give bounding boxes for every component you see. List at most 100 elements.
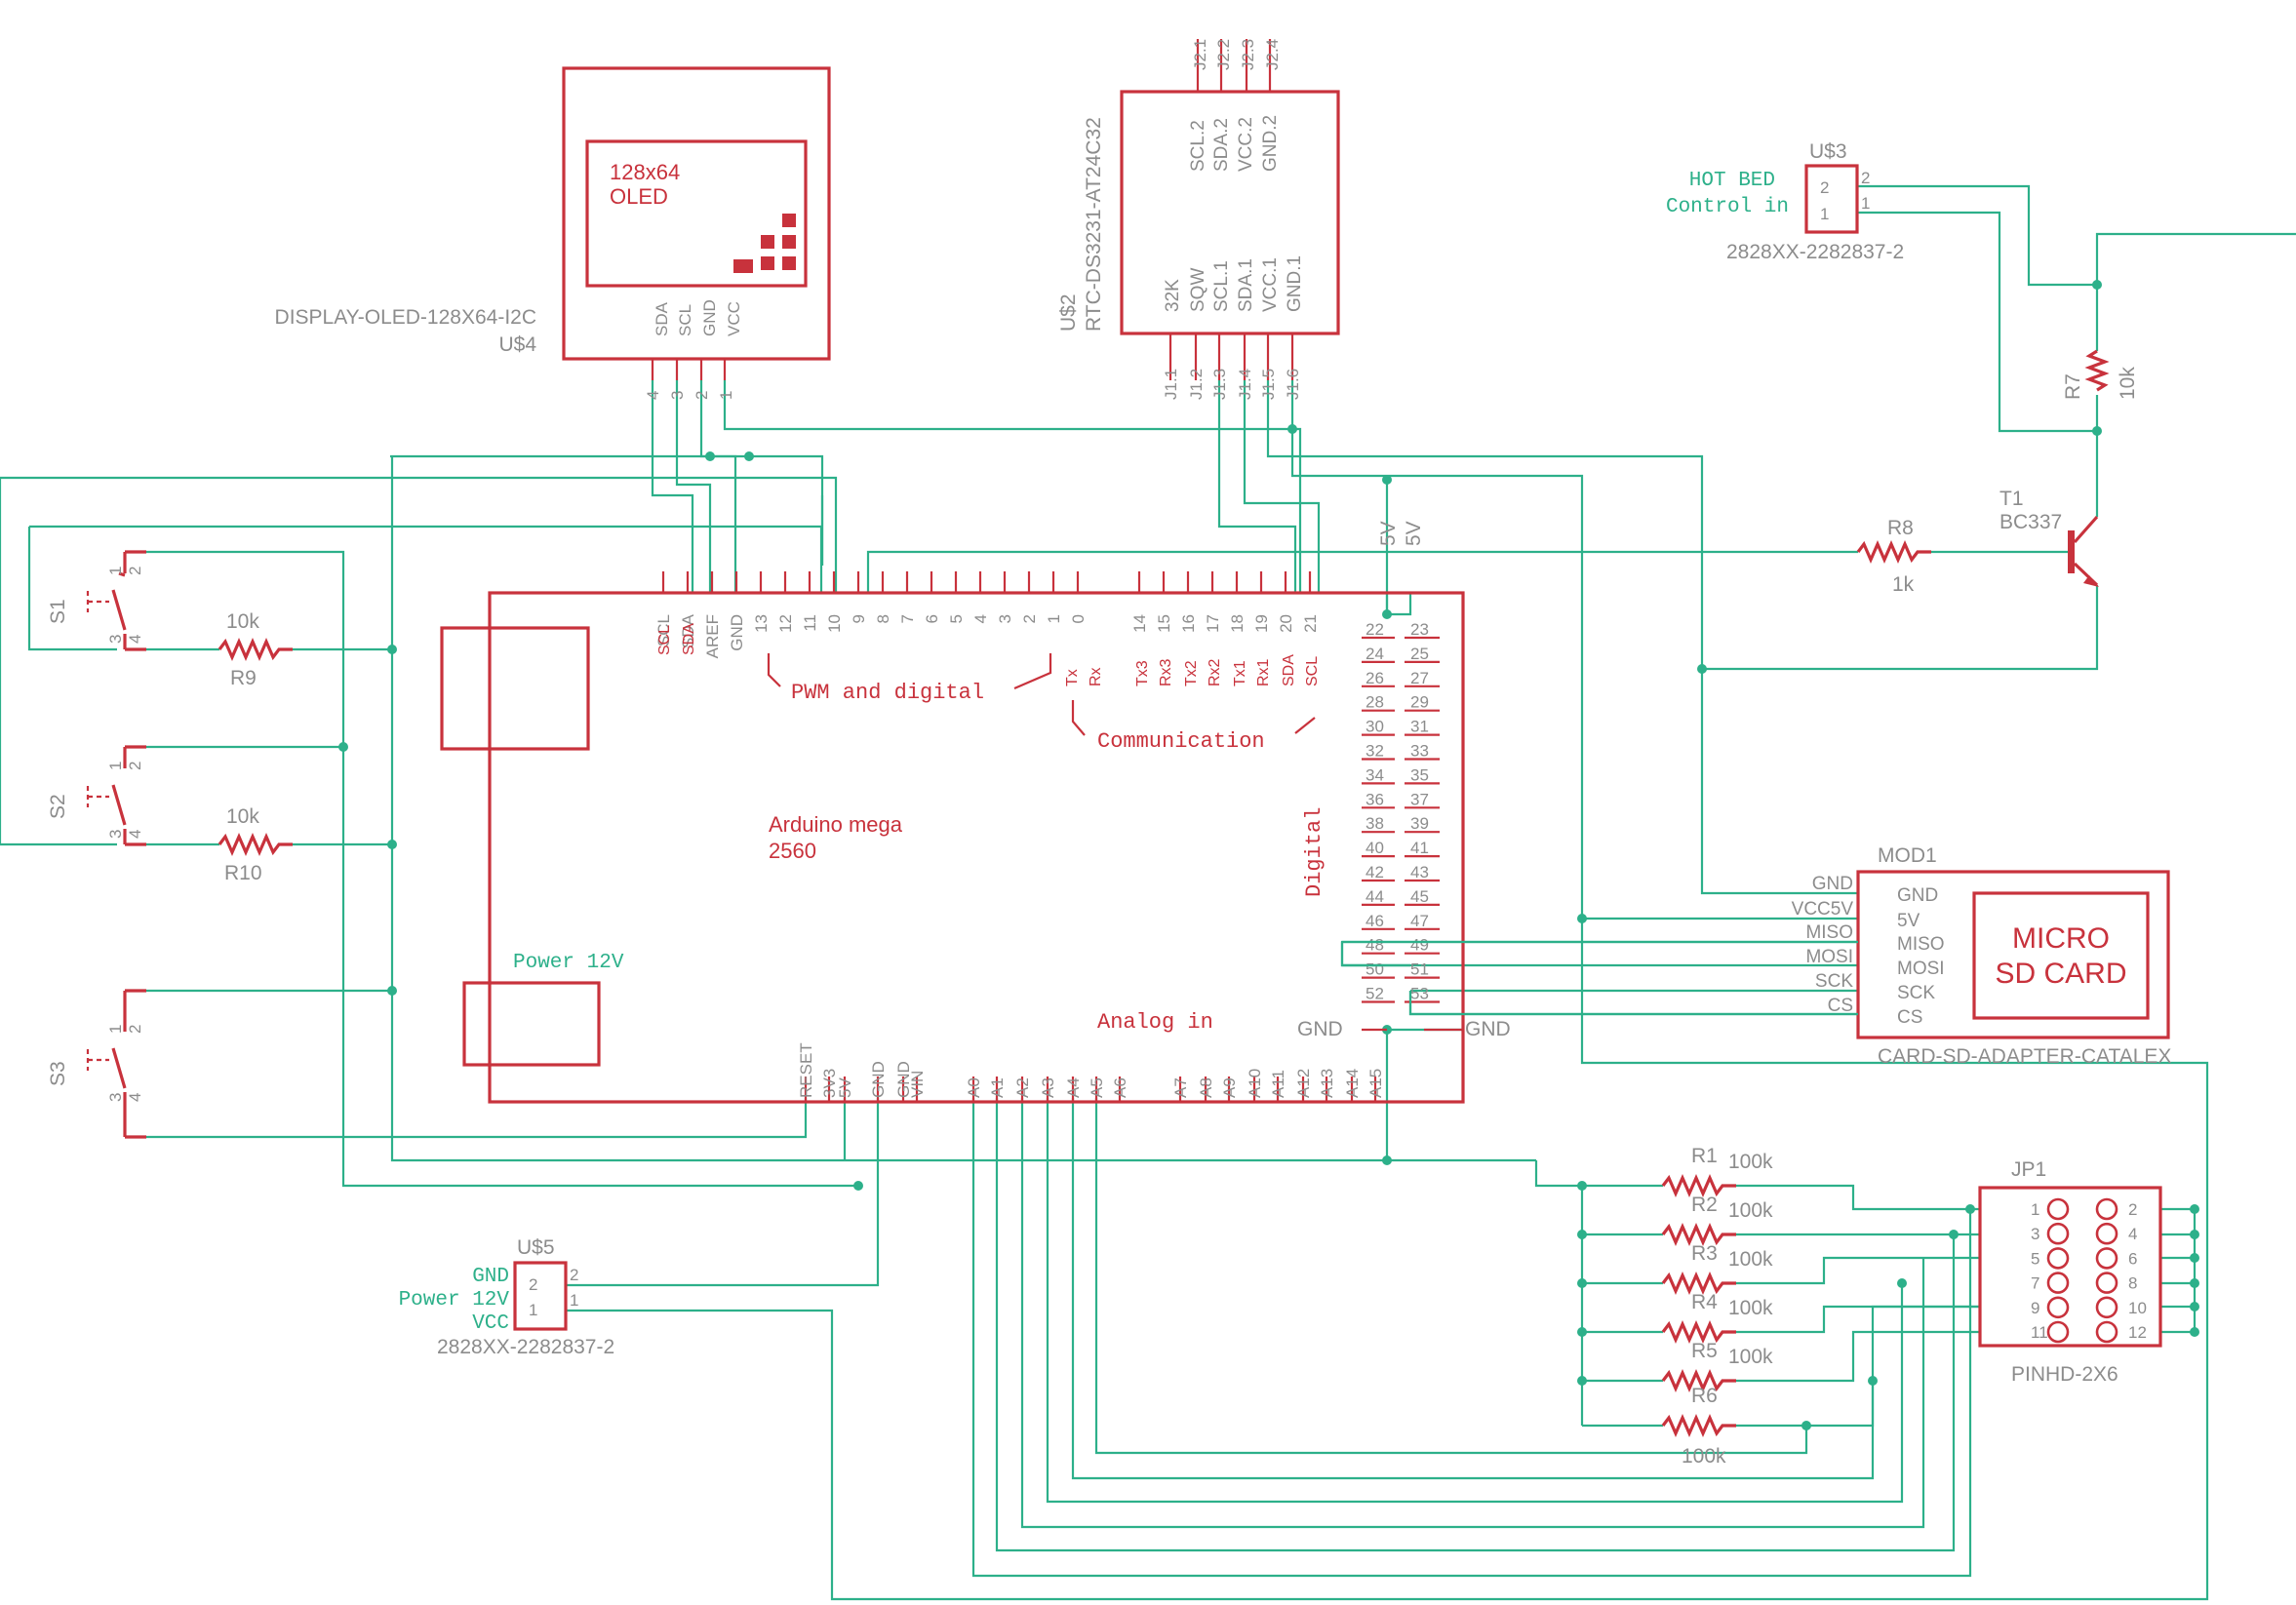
- rtc-j1-3: J1.3: [1210, 369, 1229, 400]
- r10-name: R10: [224, 862, 262, 884]
- arduino-comm-tx: Tx: [1064, 669, 1081, 686]
- arduino-top-pin-4: 4: [971, 614, 990, 623]
- jp1-pin-label-11: 11: [2031, 1323, 2048, 1342]
- arduino-bottom-pin-a0: A0: [965, 1077, 983, 1098]
- oled-display: 128x64 OLED DISPLAY-OLED-128X64-I2C U$4 …: [275, 66, 831, 400]
- arduino-right-pin-41: 41: [1410, 839, 1429, 857]
- jp1-pin-4: [2095, 1222, 2118, 1245]
- arduino-right-pin-29: 29: [1410, 693, 1429, 712]
- arduino-comm-rx: Rx: [1088, 667, 1104, 686]
- arduino-bottom-pin-a9: A9: [1220, 1077, 1239, 1098]
- arduino-right-pin-37: 37: [1410, 790, 1429, 808]
- arduino-top-pin-SDA: SDA: [679, 613, 697, 648]
- arduino-right-pin-22: 22: [1366, 620, 1384, 639]
- arduino-right-pin-25: 25: [1410, 645, 1429, 663]
- arduino-top-pin-7: 7: [898, 614, 917, 623]
- r8-value: 1k: [1892, 573, 1915, 596]
- arduino-right-pin-42: 42: [1366, 863, 1384, 881]
- r9-value: 10k: [226, 610, 259, 633]
- rtc-top-labels: J2.1 J2.2 J2.3 J2.4: [1191, 39, 1282, 70]
- arduino-top-pin-AREF: AREF: [703, 614, 722, 658]
- arduino-right-pin-40: 40: [1366, 839, 1384, 857]
- arduino-top-pin-14: 14: [1130, 614, 1149, 633]
- rtc-ref: U$2: [1057, 294, 1080, 332]
- s1-pin-3: 3: [106, 635, 125, 644]
- s1-pin-1: 1: [106, 567, 125, 575]
- arduino-analog-label: Analog in: [1097, 1010, 1213, 1035]
- sd-net-miso: MISO: [1805, 922, 1853, 943]
- resistor-r5-name: R5: [1691, 1340, 1718, 1362]
- arduino-right-pin-26: 26: [1366, 669, 1384, 687]
- s1-pin-4: 4: [126, 635, 144, 644]
- resistor-r4-name: R4: [1691, 1291, 1718, 1313]
- arduino-bottom-pin-a4: A4: [1064, 1077, 1083, 1098]
- s3-pin-4: 4: [126, 1093, 144, 1102]
- s2-pin-2: 2: [126, 762, 144, 770]
- s2-name: S2: [47, 794, 69, 819]
- sd-card-module: MOD1 MICRO SD CARD GND 5V MISO MOSI SCK …: [1340, 844, 2171, 1068]
- s2-pin-3: 3: [106, 830, 125, 839]
- jp1-pin-1: [2046, 1197, 2070, 1221]
- arduino-bottom-pin-a8: A8: [1197, 1077, 1215, 1098]
- jp1-pin-label-10: 10: [2128, 1299, 2147, 1317]
- wires: [0, 184, 2296, 1601]
- arduino-gnd-left: GND: [1297, 1018, 1343, 1040]
- arduino-comm-tx2: Tx2: [1183, 660, 1200, 686]
- oled-pin-num-4: 4: [644, 391, 662, 400]
- arduino-top-pin-16: 16: [1179, 614, 1198, 633]
- oled-pin-gnd: GND: [700, 299, 719, 336]
- arduino-bottom-pin-a1: A1: [988, 1077, 1007, 1098]
- arduino-pwm-label: PWM and digital: [791, 681, 984, 705]
- rtc-scl1: SCL.1: [1211, 260, 1232, 312]
- sd-pin-miso: MISO: [1897, 934, 1945, 955]
- jp1-pin-2: [2095, 1197, 2118, 1221]
- rtc-gnd2: GND.2: [1260, 115, 1281, 172]
- arduino-right-pin-52: 52: [1366, 985, 1384, 1003]
- arduino-right-pin-36: 36: [1366, 790, 1384, 808]
- arduino-right-pin-46: 46: [1366, 912, 1384, 930]
- oled-pin-scl: SCL: [676, 304, 694, 336]
- jp1-pin-label-12: 12: [2128, 1323, 2147, 1342]
- sd-name: CARD-SD-ADAPTER-CATALEX: [1878, 1045, 2171, 1068]
- arduino-bottom-pin-a3: A3: [1039, 1077, 1057, 1098]
- sd-net-gnd: GND: [1812, 874, 1853, 894]
- r7-value: 10k: [2117, 367, 2139, 400]
- arduino-bottom-pin-3v3: 3V3: [820, 1069, 839, 1098]
- arduino-bottom-pin-a2: A2: [1013, 1077, 1032, 1098]
- arduino-digital-label: Digital: [1302, 807, 1326, 897]
- arduino-bottom-pin-5v: 5V: [836, 1077, 854, 1098]
- arduino-bottom-pin-a14: A14: [1343, 1069, 1362, 1098]
- oled-pins: SDA SCL GND VCC 4 3 2 1: [644, 299, 743, 400]
- jp1-pin-label-1: 1: [2031, 1200, 2039, 1219]
- arduino-bottom-pin-reset: RESET: [797, 1042, 815, 1098]
- arduino-top-inner-sda: SDA: [681, 623, 697, 655]
- jp1-pin-6: [2095, 1247, 2118, 1270]
- arduino-right-pin-33: 33: [1410, 742, 1429, 761]
- sd-pin-5v: 5V: [1897, 911, 1920, 931]
- switches: S1 1 2 3 4 S2 1 2 3 4 S3 1 2 3 4: [47, 550, 146, 1139]
- resistor-r5-value: 100k: [1728, 1346, 1773, 1368]
- jp1-name: PINHD-2X6: [2011, 1363, 2118, 1386]
- resistor-r4-symbol: [1661, 1320, 1736, 1344]
- switch-s1: S1 1 2 3 4: [47, 550, 146, 651]
- arduino-comm-rx3: Rx3: [1158, 658, 1174, 686]
- arduino-bottom-pin-a6: A6: [1111, 1077, 1129, 1098]
- arduino-top-pin-15: 15: [1155, 614, 1173, 633]
- transistor-t1: T1 BC337: [1999, 488, 2099, 587]
- arduino-top-inner-scl: SCL: [656, 625, 673, 655]
- arduino-top-pin-GND: GND: [728, 614, 746, 651]
- resistor-r3-value: 100k: [1728, 1248, 1773, 1271]
- arduino-bottom-pin-a15: A15: [1366, 1069, 1385, 1098]
- arduino-right-pin-34: 34: [1366, 765, 1384, 784]
- jp1-pin-label-9: 9: [2031, 1299, 2039, 1317]
- rtc-gnd1: GND.1: [1285, 255, 1305, 312]
- arduino-top-pin-18: 18: [1228, 614, 1247, 633]
- arduino-title-1: Arduino mega: [769, 812, 903, 837]
- resistor-r2-name: R2: [1691, 1194, 1718, 1216]
- arduino-right-pin-38: 38: [1366, 814, 1384, 833]
